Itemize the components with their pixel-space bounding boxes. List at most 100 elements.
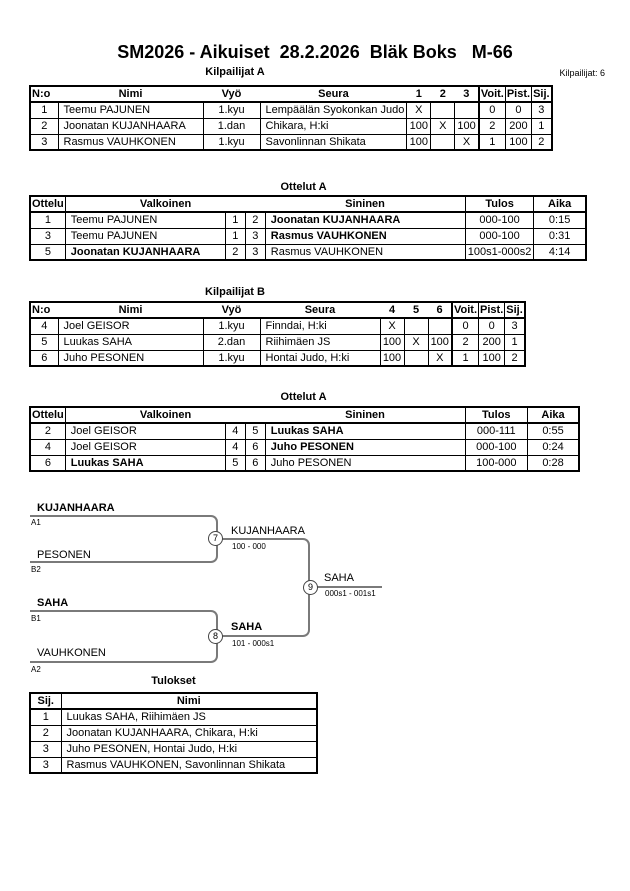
match-row: 2 Joel GEISOR 4 5 Luukas SAHA 000-111 0:… [29, 422, 580, 440]
results-header-row: Sij. Nimi [29, 692, 318, 710]
pool-result-cell: 100 [454, 117, 480, 135]
col-header-belt: Vyö [203, 301, 260, 319]
place-cell: 3 [531, 101, 553, 119]
pool-result-cell: X [379, 317, 405, 335]
bracket-seed-name: PESONEN [37, 549, 91, 561]
match-result: 100-000 [464, 454, 528, 472]
competitor-club: Hontai Judo, H:ki [259, 349, 381, 367]
match-8-winner: SAHA [231, 621, 263, 633]
white-number: 2 [224, 243, 246, 261]
col-header-white: Valkoinen [64, 406, 266, 424]
result-row: 2 Joonatan KUJANHAARA, Chikara, H:ki [29, 724, 318, 742]
col-header-match: Ottelu [30, 406, 66, 424]
result-name: Rasmus VAUHKONEN, Savonlinnan Shikata [60, 756, 318, 774]
col-header-opp1: 1 [406, 85, 431, 103]
pool-result-cell [430, 101, 456, 119]
points-cell: 0 [504, 101, 533, 119]
result-row: 3 Rasmus VAUHKONEN, Savonlinnan Shikata [29, 756, 318, 774]
col-header-white: Valkoinen [64, 195, 266, 213]
place-cell: 2 [531, 133, 553, 151]
pool-result-cell [454, 101, 480, 119]
bracket-seed-tag: B1 [31, 614, 41, 623]
col-header-opp5: 5 [404, 301, 428, 319]
competitor-number: 4 [29, 317, 59, 335]
result-place: 1 [29, 708, 62, 726]
place-cell: 1 [531, 117, 553, 135]
match-9-winner: SAHA [324, 572, 354, 584]
blue-number: 2 [244, 211, 266, 229]
pool-result-cell: 100 [406, 133, 432, 151]
white-number: 4 [224, 422, 246, 440]
bracket-seed-name: VAUHKONEN [37, 647, 106, 659]
competitor-row: 5 Luukas SAHA 2.dan Riihimäen JS 100 X 1… [29, 333, 526, 351]
competitor-belt: 1.kyu [202, 317, 261, 335]
competitor-row: 6 Juho PESONEN 1.kyu Hontai Judo, H:ki 1… [29, 349, 526, 367]
pool-result-cell: X [430, 117, 456, 135]
match-result: 000-111 [464, 422, 528, 440]
bracket-seed-tag: A2 [31, 665, 41, 674]
match-row: 4 Joel GEISOR 4 6 Juho PESONEN 000-100 0… [29, 438, 580, 456]
points-cell: 0 [478, 317, 506, 335]
competitor-belt: 2.dan [202, 333, 261, 351]
col-header-opp4: 4 [380, 301, 404, 319]
col-header-time: Aika [526, 406, 580, 424]
tournament-title: SM2026 - Aikuiset 28.2.2026 Bläk Boks M-… [117, 42, 513, 62]
col-header-opp3: 3 [454, 85, 479, 103]
competitor-number: 1 [29, 101, 59, 119]
competitor-club: Savonlinnan Shikata [259, 133, 408, 151]
results-heading: Tulokset [151, 675, 196, 687]
col-header-number: N:o [30, 301, 58, 319]
match-7-score: 100 - 000 [232, 542, 266, 551]
pool-result-cell: 100 [379, 349, 405, 367]
col-header-wins: Voit. [451, 301, 480, 319]
col-header-number: N:o [30, 85, 58, 103]
bracket-seed-name: KUJANHAARA [37, 502, 115, 514]
pool-result-cell: X [406, 101, 432, 119]
col-header-wins: Voit. [477, 85, 506, 103]
blue-number: 3 [244, 243, 266, 261]
col-header-result: Tulos [464, 195, 535, 213]
match-result: 000-100 [464, 227, 535, 245]
competitor-name: Joel GEISOR [57, 317, 204, 335]
result-row: 3 Juho PESONEN, Hontai Judo, H:ki [29, 740, 318, 758]
place-cell: 3 [504, 317, 526, 335]
white-competitor: Joel GEISOR [64, 438, 226, 456]
match-9-score: 000s1 - 001s1 [325, 589, 376, 598]
col-header-name: Nimi [60, 692, 318, 710]
match-7-winner: KUJANHAARA [231, 525, 305, 537]
white-competitor: Teemu PAJUNEN [64, 227, 226, 245]
pool-result-cell: 100 [379, 333, 405, 351]
wins-cell: 0 [451, 317, 480, 335]
wins-cell: 2 [477, 117, 506, 135]
match-8-circle: 8 [208, 629, 223, 644]
points-cell: 100 [504, 133, 533, 151]
group-b-header-row: N:o Nimi Vyö Seura 4 5 6 Voit. Pist. Sij… [30, 301, 526, 319]
blue-competitor: Luukas SAHA [264, 422, 466, 440]
match-row: 6 Luukas SAHA 5 6 Juho PESONEN 100-000 0… [29, 454, 580, 472]
wins-cell: 2 [451, 333, 480, 351]
col-header-place: Sij. [29, 692, 62, 710]
competitor-club: Chikara, H:ki [259, 117, 408, 135]
pool-result-cell [430, 133, 456, 151]
match-number: 3 [29, 227, 66, 245]
points-cell: 200 [504, 117, 533, 135]
points-cell: 100 [478, 349, 506, 367]
col-header-time: Aika [533, 195, 587, 213]
bracket-seed-name: SAHA [37, 597, 69, 609]
wins-cell: 0 [477, 101, 506, 119]
place-cell: 1 [504, 333, 526, 351]
col-header-opp6: 6 [428, 301, 452, 319]
blue-number: 6 [244, 438, 266, 456]
col-header-result: Tulos [464, 406, 528, 424]
result-place: 2 [29, 724, 62, 742]
group-a-table: N:o Nimi Vyö Seura 1 2 3 Voit. Pist. Sij… [29, 85, 553, 151]
match-number: 5 [29, 243, 66, 261]
pool-result-cell: X [403, 333, 429, 351]
match-time: 0:15 [533, 211, 587, 229]
competitor-number: 6 [29, 349, 59, 367]
bracket-connector [30, 610, 218, 663]
match-8-score: 101 - 000s1 [232, 639, 275, 648]
match-time: 0:31 [533, 227, 587, 245]
match-time: 0:24 [526, 438, 580, 456]
